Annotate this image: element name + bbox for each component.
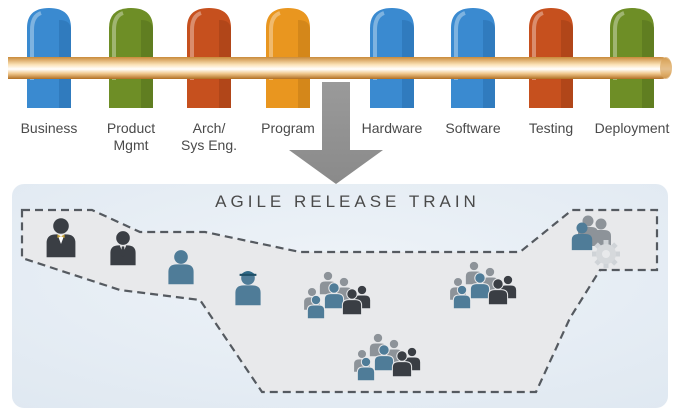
agile-team-icon-1 <box>303 270 372 320</box>
silo-front-5 <box>370 80 414 108</box>
silo-front-3 <box>187 80 231 108</box>
silo-label-4: Program <box>261 120 315 136</box>
silo-label-3: Arch/ Sys Eng. <box>180 120 238 153</box>
silo-label-6: Software <box>445 120 501 136</box>
silo-front-4 <box>266 80 310 108</box>
silo-label-5: Hardware <box>361 120 423 136</box>
silo-front-7 <box>529 80 573 108</box>
product-manager-icon <box>110 231 136 266</box>
silo-label-8: Deployment <box>594 120 670 136</box>
silo-label-2: Product Mgmt <box>106 120 156 153</box>
silo-front-6 <box>451 80 495 108</box>
down-arrow-icon <box>289 82 383 184</box>
roles-group <box>46 215 620 382</box>
business-owner-icon <box>46 218 76 258</box>
shared-services-person <box>571 222 593 251</box>
agile-team-icon-2 <box>449 260 518 310</box>
functional-silos-front <box>27 80 654 108</box>
silo-front-8 <box>610 80 654 108</box>
silo-label-1: Business <box>20 120 78 136</box>
train-title: AGILE RELEASE TRAIN <box>215 192 480 211</box>
silo-front-2 <box>109 80 153 108</box>
architect-icon <box>168 250 194 285</box>
agile-team-icon-3 <box>353 332 422 382</box>
silo-label-7: Testing <box>528 120 574 136</box>
release-train-engineer-icon <box>235 271 261 306</box>
silo-rod <box>8 57 672 79</box>
silo-front-1 <box>27 80 71 108</box>
